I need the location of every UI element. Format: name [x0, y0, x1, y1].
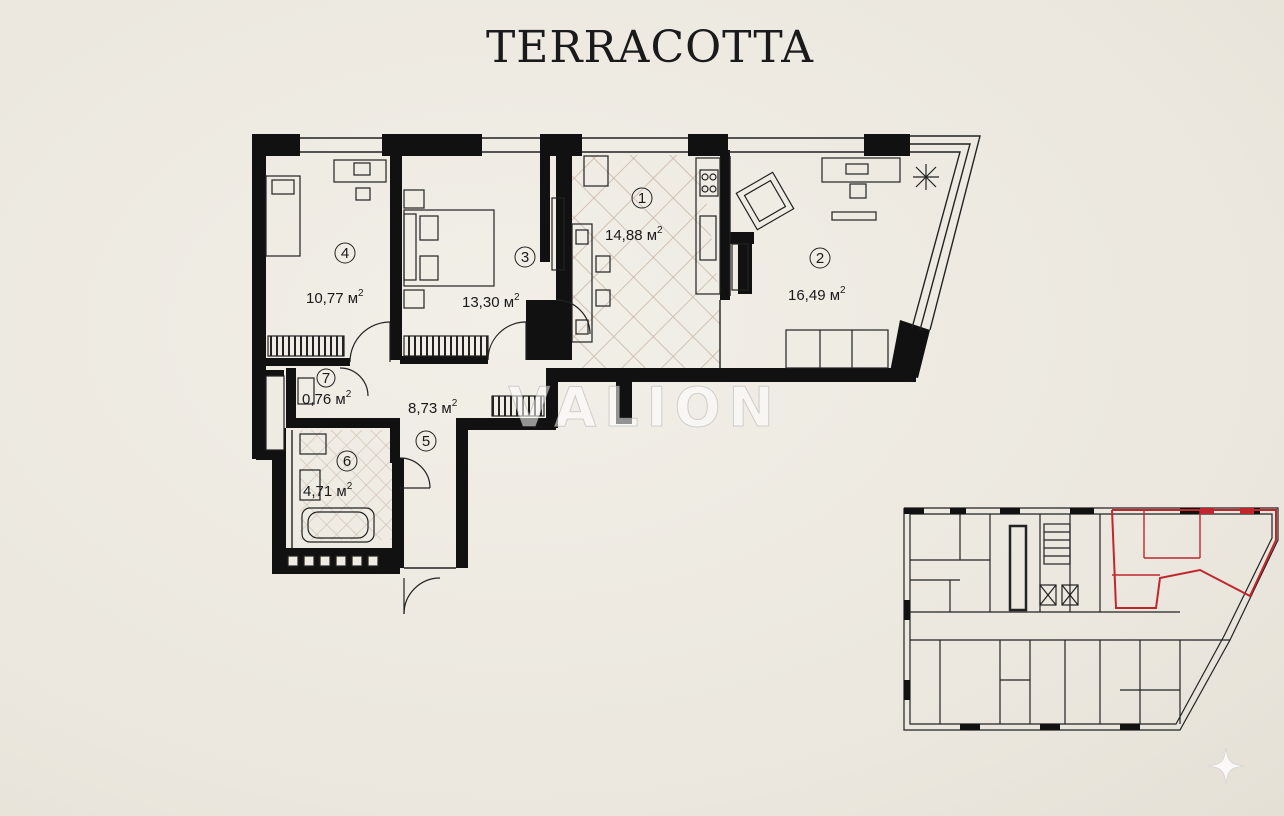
- room-2-label: 2 16,49 м2: [788, 247, 846, 304]
- furniture: [265, 155, 901, 567]
- room-4-label: 4 10,77 м2: [306, 242, 364, 307]
- room-3-label: 3 13,30 м2: [462, 246, 536, 311]
- watermark: VALION: [508, 376, 782, 439]
- apartment-plan: 1 14,88 м2 2 16,49 м2 3 13,30 м2 4 10,77…: [252, 134, 981, 615]
- key-plan: [903, 507, 1279, 731]
- room-2-number: 2: [816, 250, 824, 267]
- page-title: TERRACOTTA: [485, 22, 815, 73]
- room-1-area: 14,88 м2: [605, 225, 663, 244]
- sparkle-icon: [1207, 747, 1245, 785]
- room-7-area: 0,76 м2: [302, 389, 352, 408]
- door-arcs: [339, 299, 591, 615]
- room-6-label: 6 4,71 м2: [303, 450, 358, 500]
- plant-icon: [913, 164, 939, 190]
- room-7-number: 7: [322, 370, 330, 387]
- room-5-area: 8,73 м2: [408, 398, 458, 417]
- room-labels: 1 14,88 м2 2 16,49 м2 3 13,30 м2 4 10,77…: [302, 187, 846, 500]
- room-2-area: 16,49 м2: [788, 285, 846, 304]
- room-5-label: 5 8,73 м2: [408, 398, 458, 452]
- room-6-area: 4,71 м2: [303, 481, 353, 500]
- window-lines: [291, 135, 981, 569]
- room-3-area: 13,30 м2: [462, 292, 520, 311]
- room-1-label: 1 14,88 м2: [605, 187, 663, 244]
- room-6-number: 6: [343, 453, 351, 470]
- walls: [252, 134, 930, 574]
- room-4-area: 10,77 м2: [306, 288, 364, 307]
- kitchen-floor: [572, 155, 720, 368]
- room-4-number: 4: [341, 245, 349, 262]
- room-5-number: 5: [422, 433, 430, 450]
- room-7-label: 7 0,76 м2: [302, 368, 352, 408]
- room-1-number: 1: [638, 190, 646, 207]
- room-3-number: 3: [521, 249, 529, 266]
